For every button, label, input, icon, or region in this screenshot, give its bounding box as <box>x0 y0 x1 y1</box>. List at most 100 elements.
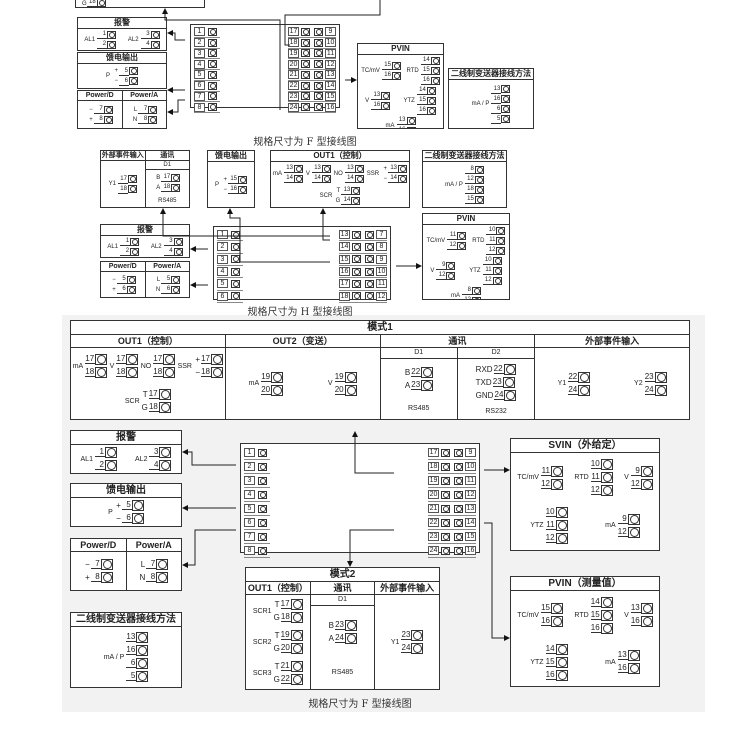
screw-icon <box>314 92 323 101</box>
terminal-number: 17 <box>148 389 159 399</box>
group-label: AL1 <box>80 455 93 463</box>
group-label: V <box>365 97 370 104</box>
screw-icon <box>454 518 463 527</box>
terminal-number: 10 <box>545 507 556 517</box>
terminal-sign: G <box>273 644 280 653</box>
group-label: YTZ <box>403 97 415 104</box>
terminal-sign: + <box>112 286 116 293</box>
screw-icon <box>430 66 440 75</box>
group-label: V <box>109 362 115 370</box>
terminal-number: 6 <box>217 291 228 301</box>
terminal-row: 6 <box>194 81 220 92</box>
terminal: 15 <box>416 96 436 105</box>
screw-icon <box>314 38 323 47</box>
terminal: −5 <box>110 275 136 284</box>
terminal: 5 <box>126 671 149 683</box>
screw-icon <box>130 247 140 256</box>
terminal-number: 23 <box>644 371 655 382</box>
terminal-number: 4 <box>163 247 174 256</box>
terminal: 16 <box>617 663 640 675</box>
screw-icon <box>301 27 310 36</box>
screw-icon <box>159 460 172 471</box>
terminal-number: 18 <box>153 367 164 377</box>
terminal: 20 <box>261 384 284 396</box>
group-label: TC/mV <box>426 237 446 244</box>
screw-icon <box>290 643 303 654</box>
screw-icon <box>446 271 456 280</box>
terminal: 14 <box>590 596 613 608</box>
terminal: 6 <box>491 105 511 114</box>
terminal: 20 <box>334 384 357 396</box>
terminal-number: 22 <box>411 366 422 377</box>
terminal-number: 9 <box>465 448 476 457</box>
terminal: 10 <box>545 507 568 519</box>
terminal-row: 7 <box>194 91 220 103</box>
terminal: 12 <box>590 485 613 497</box>
terminal-number: 11 <box>482 266 493 275</box>
terminal-number: 16 <box>228 185 238 194</box>
screw-icon <box>163 354 176 365</box>
terminal-stack: −7+8 <box>87 105 113 124</box>
screw-icon <box>441 462 450 471</box>
screw-icon <box>104 447 117 458</box>
terminal-number: 12 <box>464 175 475 184</box>
terminal-number: 17 <box>339 279 350 289</box>
terminal-number: 18 <box>116 367 127 377</box>
screw-icon <box>441 518 450 527</box>
protocol-label: RS485 <box>407 404 430 412</box>
screw-icon <box>107 40 117 49</box>
terminal-number: 14 <box>545 643 556 654</box>
screw-icon <box>454 532 463 541</box>
group-label: Y1 <box>108 181 116 187</box>
terminal-number: 12 <box>325 59 336 69</box>
terminal-number: 4 <box>149 461 160 470</box>
screw-icon <box>365 242 374 251</box>
terminal: 9 <box>436 261 456 270</box>
screw-icon <box>381 101 391 110</box>
terminal: 14 <box>344 174 364 183</box>
terminal-number: 14 <box>341 196 352 205</box>
terminal: 8 <box>462 286 481 295</box>
terminal-number: 9 <box>376 254 387 264</box>
panel-title: 报警 <box>78 18 166 29</box>
screw-icon <box>231 279 240 288</box>
terminal-number: 21 <box>428 504 439 513</box>
terminal-row: 1 <box>194 27 220 38</box>
screw-icon <box>365 230 374 239</box>
screw-icon <box>126 275 136 284</box>
terminal-number: 7 <box>138 105 149 114</box>
screw-icon <box>501 85 511 93</box>
terminal: 11 <box>590 472 613 484</box>
terminal-group: SSR+13−14 <box>367 164 408 183</box>
terminal-number: 15 <box>420 66 431 75</box>
terminal-number: 18 <box>288 38 299 48</box>
terminal: 3 <box>149 447 172 459</box>
terminal: 16 <box>545 669 568 681</box>
terminal: 23 <box>644 371 667 383</box>
